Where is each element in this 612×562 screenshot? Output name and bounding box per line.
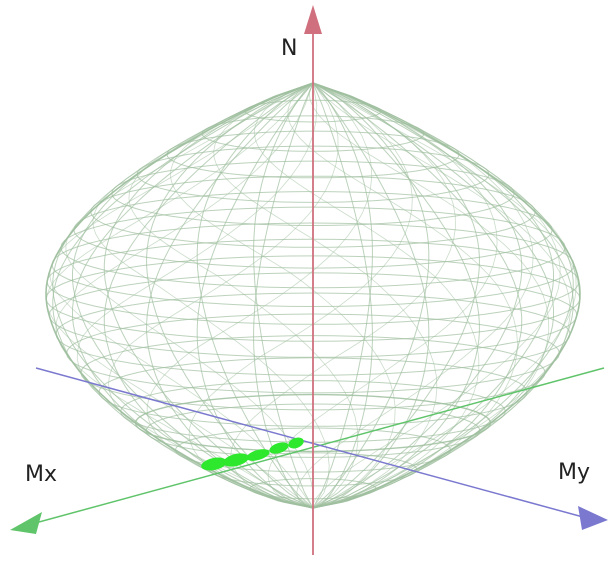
- mesh-line: [188, 82, 413, 509]
- data-point: [288, 437, 304, 449]
- wireframe-surface: [45, 82, 581, 509]
- mesh-line: [45, 82, 314, 509]
- data-point: [201, 457, 227, 471]
- mesh-line: [312, 82, 480, 509]
- mesh-line: [134, 393, 492, 453]
- mesh-line: [296, 82, 534, 509]
- mesh-line: [65, 82, 314, 509]
- mesh-line: [103, 82, 314, 509]
- mesh-line: [312, 82, 523, 509]
- mesh-line: [312, 82, 373, 509]
- mesh-line: [108, 82, 339, 509]
- mesh-line: [312, 82, 430, 509]
- mesh-line: [128, 82, 359, 509]
- mx-axis-arrowhead: [10, 512, 42, 534]
- mesh-line: [213, 82, 438, 509]
- mesh-line: [55, 82, 314, 509]
- mesh-line: [52, 82, 314, 509]
- mesh-line: [196, 82, 314, 509]
- data-point: [246, 449, 270, 461]
- my-axis-label: My: [558, 460, 591, 485]
- data-point: [269, 442, 289, 454]
- n-axis-arrowhead: [304, 5, 322, 34]
- mx-axis-label: Mx: [25, 462, 58, 487]
- mesh-line: [103, 82, 314, 509]
- mesh-line: [253, 82, 314, 509]
- mx-axis-line: [27, 367, 605, 526]
- mesh-line: [312, 82, 430, 509]
- mesh-line: [312, 82, 523, 509]
- mesh-line: [312, 82, 581, 509]
- data-point-cluster: [201, 437, 304, 471]
- mesh-line: [312, 82, 571, 509]
- mesh-line: [170, 82, 396, 509]
- data-point: [223, 453, 249, 467]
- mesh-line: [49, 82, 314, 509]
- mesh-line: [76, 82, 318, 509]
- mesh-line: [312, 82, 561, 509]
- my-axis-arrowhead: [578, 506, 608, 530]
- mesh-line: [267, 82, 498, 509]
- my-axis-line: [35, 367, 595, 521]
- n-axis-label: N: [281, 36, 298, 61]
- mesh-line: [92, 82, 330, 509]
- mesh-line: [312, 82, 574, 509]
